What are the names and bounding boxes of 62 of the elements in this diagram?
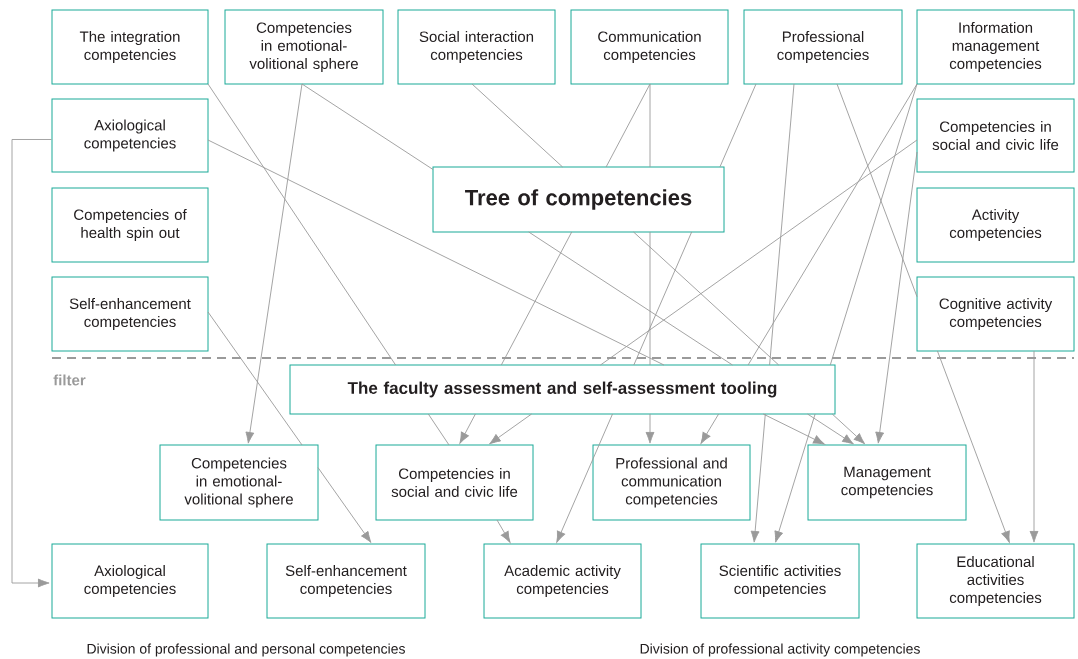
- connector-line: [747, 83, 918, 366]
- competency-box: Self-enhancement competencies: [266, 543, 426, 619]
- competency-box: Professional competencies: [743, 9, 903, 85]
- competency-box: Activity competencies: [916, 187, 1075, 263]
- competency-box: The integration competencies: [51, 9, 209, 85]
- competency-box: Social interaction competencies: [397, 9, 556, 85]
- competency-box: Competencies in social and civic life: [916, 98, 1075, 173]
- competency-box: Competencies in emotional-volitional sphere: [224, 9, 384, 85]
- arrow: [11, 139, 52, 588]
- arrow: [807, 413, 854, 445]
- competency-box: Communication competencies: [570, 9, 729, 85]
- competency-box: Scientific activities competencies: [700, 543, 860, 619]
- competency-box: Management competencies: [807, 444, 967, 521]
- connector-line: [836, 83, 918, 298]
- connector-line: [427, 413, 450, 446]
- arrow: [750, 413, 766, 543]
- caption: Division of professional activity competencies: [640, 643, 920, 657]
- competency-box: Educational activities competencies: [916, 543, 1075, 619]
- competency-box: Professional and communication competencies: [592, 444, 751, 521]
- connector-line: [207, 83, 397, 366]
- arrow: [936, 350, 1010, 543]
- arrow: [489, 413, 533, 445]
- connector-line: [719, 83, 757, 168]
- connector-line: [605, 83, 651, 168]
- arrow: [496, 519, 511, 543]
- arrow: [556, 413, 613, 543]
- competency-box: Academic activity competencies: [483, 543, 642, 619]
- competency-box: Cognitive activity competencies: [916, 276, 1075, 352]
- connector-line: [600, 139, 918, 366]
- connector-line: [649, 83, 651, 168]
- connector-line: [633, 231, 693, 366]
- competency-box: Self-enhancement competencies: [51, 276, 209, 352]
- connector-line: [528, 231, 733, 366]
- competency-box: Competencies of health spin out: [51, 187, 209, 263]
- filter-label: filter: [53, 374, 86, 386]
- competency-box: Axiological competencies: [51, 543, 209, 619]
- arrow: [317, 467, 372, 543]
- arrow: [875, 151, 918, 444]
- arrow: [245, 83, 303, 444]
- competency-box: Competencies in emotional-volitional sphere: [159, 444, 319, 521]
- arrow: [831, 413, 866, 445]
- central-box: Tree of competencies: [432, 166, 725, 233]
- arrow: [1029, 350, 1039, 543]
- arrow: [762, 413, 825, 445]
- competency-box: Axiological competencies: [51, 98, 209, 173]
- connector-line: [649, 231, 651, 366]
- connector-line: [633, 231, 780, 366]
- competency-box: Competencies in social and civic life: [375, 444, 534, 521]
- caption: Division of professional and personal competencies: [87, 643, 405, 657]
- connector-line: [471, 83, 564, 168]
- arrow: [459, 413, 476, 444]
- connector-line: [207, 139, 665, 366]
- connector-line: [769, 83, 795, 366]
- connector-line: [207, 311, 303, 446]
- connector-line: [301, 83, 434, 170]
- arrow: [645, 413, 655, 444]
- assessment-box: The faculty assessment and self-assessment tooling: [289, 364, 836, 415]
- competency-box: Information management competencies: [916, 9, 1075, 85]
- connector-line: [500, 231, 573, 366]
- arrow: [700, 413, 720, 444]
- connector-line: [829, 83, 918, 366]
- arrow: [774, 413, 816, 543]
